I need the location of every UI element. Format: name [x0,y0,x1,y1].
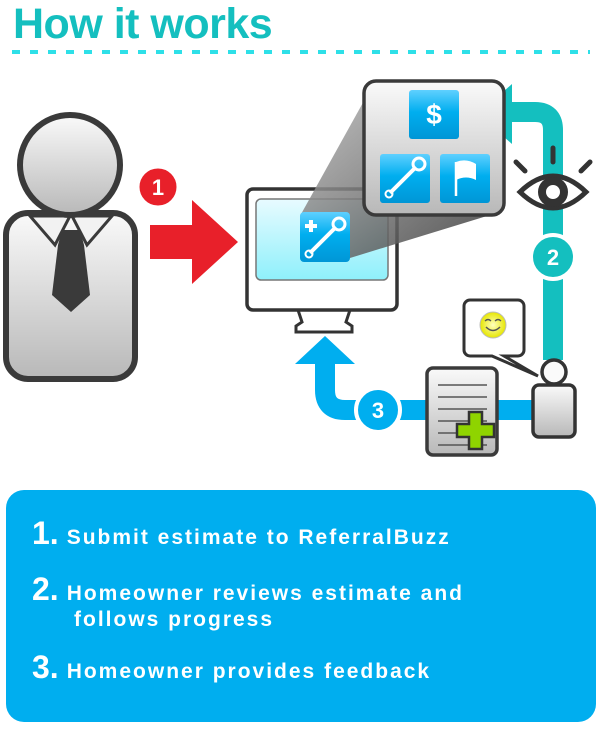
step-number: 3. [32,649,59,685]
dotted-divider [12,50,590,54]
dollar-icon: $ [409,90,459,139]
step-text: Homeowner reviews estimate and [66,582,464,605]
svg-text:2: 2 [547,245,559,270]
step-text: Homeowner provides feedback [66,660,432,683]
wrench-icon [380,154,430,203]
svg-text:$: $ [426,99,442,130]
homeowner-person-icon [531,358,577,439]
estimate-document-icon [425,366,499,457]
svg-text:3: 3 [372,398,384,423]
how-it-works-diagram: 1 2 3 $ [3,79,593,457]
flag-icon [440,154,490,203]
step-1: 1. Submit estimate to ReferralBuzz [32,517,451,551]
page-title: How it works [13,0,273,48]
eye-icon [513,145,593,211]
step-2: 2. Homeowner reviews estimate and follows… [32,573,464,633]
zoom-panel: $ [362,79,506,217]
step-text: Submit estimate to ReferralBuzz [66,526,451,549]
add-tool-icon [300,212,350,262]
step-1-badge: 1 [136,165,180,209]
svg-text:1: 1 [152,175,164,200]
step-number: 2. [32,571,59,607]
step-text-continued: follows progress [74,608,275,631]
red-arrow-icon [150,200,238,284]
speech-bubble-smiley-icon [462,298,539,378]
teal-arrow [505,102,563,360]
green-plus-icon [455,410,496,451]
blue-arrow [315,362,535,420]
steps-panel: 1. Submit estimate to ReferralBuzz 2. Home… [6,490,596,722]
step-2-badge: 2 [529,233,577,281]
step-3-badge: 3 [354,386,402,434]
step-3: 3. Homeowner provides feedback [32,651,432,685]
contractor-person-icon [3,112,138,382]
step-number: 1. [32,515,59,551]
